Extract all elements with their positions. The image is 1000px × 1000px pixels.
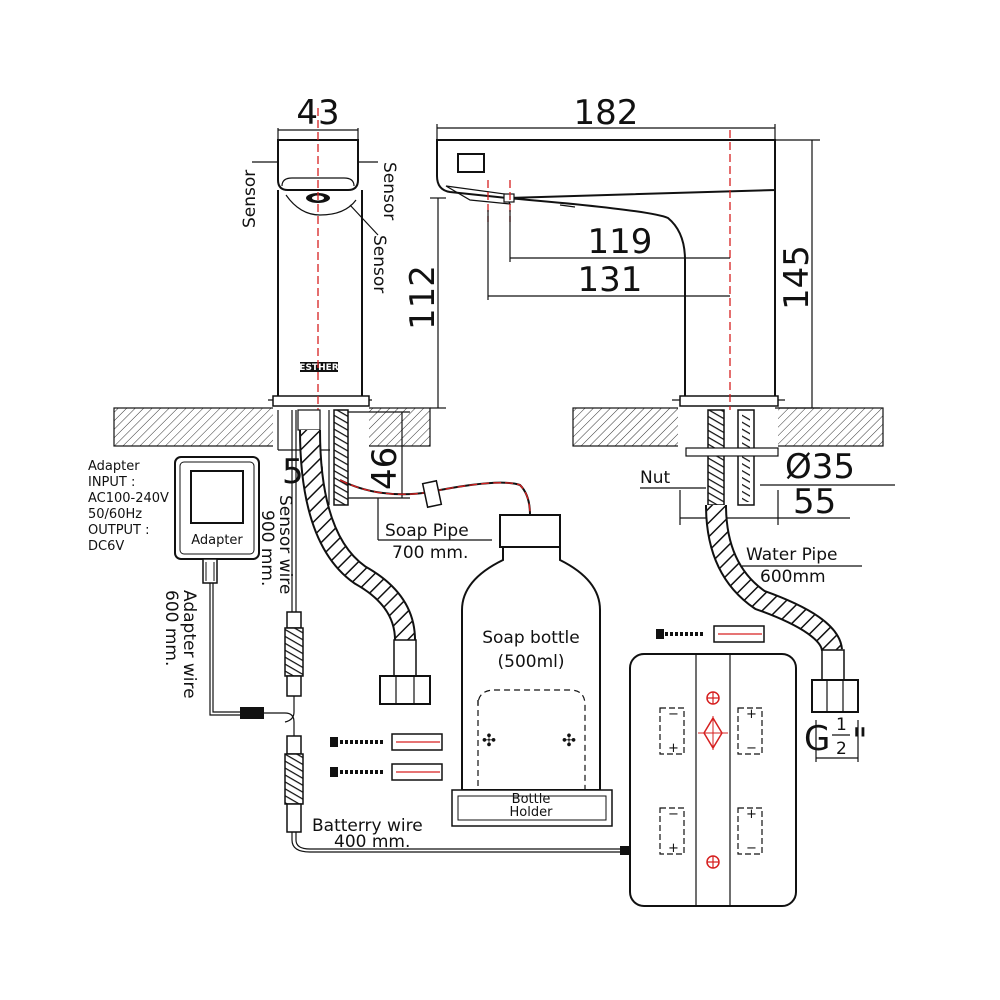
sensor-wire-label: Sensor wire	[275, 495, 295, 594]
battery-slot-2: +−	[737, 707, 763, 756]
screw-anchor-1	[330, 733, 443, 751]
battery-box: −+ +− −+ +−	[629, 653, 797, 907]
svg-text:DC6V: DC6V	[88, 539, 124, 554]
screw-anchor-3	[656, 625, 765, 643]
dimension-131: 131	[487, 210, 730, 300]
svg-text:−: −	[746, 741, 757, 756]
svg-text:−: −	[668, 807, 679, 822]
countertop-right	[572, 406, 884, 448]
svg-text:1: 1	[836, 715, 847, 735]
svg-text:OUTPUT :: OUTPUT :	[88, 523, 150, 538]
svg-text:119: 119	[588, 222, 653, 262]
nut-label: Nut	[640, 468, 706, 489]
adapter-wire	[209, 583, 295, 736]
svg-text:+: +	[668, 841, 679, 856]
dimension-43: 43	[277, 93, 359, 140]
sensor-wire	[284, 410, 304, 723]
svg-text:Sensor: Sensor	[240, 170, 260, 228]
svg-text:Sensor: Sensor	[369, 235, 389, 293]
sensor-wire-length: 900 mm.	[257, 510, 277, 586]
dimension-46: 46	[348, 411, 410, 499]
side-shank	[685, 409, 779, 506]
faucet-front-view: ESTHER	[268, 139, 372, 407]
svg-text:+: +	[746, 707, 757, 722]
svg-text:55: 55	[793, 482, 836, 522]
svg-text:Nut: Nut	[640, 468, 670, 488]
svg-text:INPUT :: INPUT :	[88, 475, 135, 490]
svg-text:Adapter: Adapter	[191, 533, 243, 548]
dimension-182: 182	[436, 93, 776, 140]
sensor-hose	[299, 429, 431, 705]
svg-text:112: 112	[403, 265, 443, 330]
countertop-left	[113, 406, 431, 448]
battery-slot-1: −+	[659, 707, 685, 756]
svg-text:−: −	[746, 841, 757, 856]
svg-text:600mm: 600mm	[760, 567, 826, 587]
svg-text:": "	[852, 721, 868, 761]
svg-text:✣: ✣	[562, 731, 576, 751]
soap-bottle-volume: (500ml)	[498, 652, 565, 672]
svg-text:145: 145	[777, 245, 817, 310]
svg-text:AC100-240V: AC100-240V	[88, 491, 169, 506]
svg-text:182: 182	[574, 93, 639, 133]
soap-bottle: Soap bottle (500ml) ✣ ✣	[461, 514, 601, 791]
svg-text:Adapter: Adapter	[88, 459, 140, 474]
svg-text:+: +	[668, 741, 679, 756]
soap-pipe	[339, 479, 531, 516]
svg-text:+: +	[746, 807, 757, 822]
battery-slot-4: +−	[737, 807, 763, 856]
screw-anchor-2	[330, 763, 443, 781]
svg-text:Ø35: Ø35	[785, 447, 855, 487]
dimension-112: 112	[403, 197, 446, 409]
soap-pipe-label: Soap Pipe 700 mm.	[377, 498, 492, 563]
svg-text:Bottle: Bottle	[512, 792, 551, 807]
sensor-label-right: Sensor	[358, 161, 399, 220]
battery-wire	[284, 735, 630, 855]
svg-text:Water Pipe: Water Pipe	[746, 545, 838, 565]
sensor-label-lower: Sensor	[349, 204, 389, 293]
svg-text:Sensor: Sensor	[379, 162, 399, 220]
svg-text:−: −	[668, 707, 679, 722]
brand-logo-text: ESTHER	[299, 363, 338, 373]
battery-wire-label: Batterry wire	[312, 816, 423, 836]
dimension-145: 145	[775, 139, 820, 409]
svg-text:G: G	[804, 719, 830, 759]
svg-text:2: 2	[836, 739, 847, 759]
soap-bottle-label: Soap bottle	[482, 628, 580, 648]
thread-size-label: G 1 2 "	[804, 715, 868, 762]
svg-text:Soap Pipe: Soap Pipe	[385, 521, 469, 541]
faucet-side-view	[436, 139, 785, 407]
svg-text:700 mm.: 700 mm.	[392, 543, 468, 563]
dimension-119: 119	[509, 210, 730, 262]
water-pipe	[705, 504, 859, 713]
svg-text:✣: ✣	[482, 731, 496, 751]
svg-text:50/60Hz: 50/60Hz	[88, 507, 142, 522]
svg-text:43: 43	[296, 93, 339, 133]
svg-text:131: 131	[578, 260, 643, 300]
svg-text:Holder: Holder	[510, 805, 554, 820]
sensor-label-left: Sensor	[240, 161, 278, 228]
adapter-wire-label: Adapter wire	[179, 590, 199, 699]
adapter-wire-length: 600 mm.	[161, 590, 181, 666]
adapter-device: Adapter	[174, 456, 260, 584]
battery-slot-3: −+	[659, 807, 685, 856]
svg-text:46: 46	[365, 447, 405, 490]
bottle-holder: Bottle Holder	[451, 789, 613, 827]
water-pipe-label: Water Pipe 600mm	[742, 545, 862, 587]
battery-wire-length: 400 mm.	[334, 832, 410, 852]
adapter-spec-label: Adapter INPUT : AC100-240V 50/60Hz OUTPU…	[88, 459, 169, 554]
dimension-diameter-35: Ø35	[760, 447, 895, 487]
